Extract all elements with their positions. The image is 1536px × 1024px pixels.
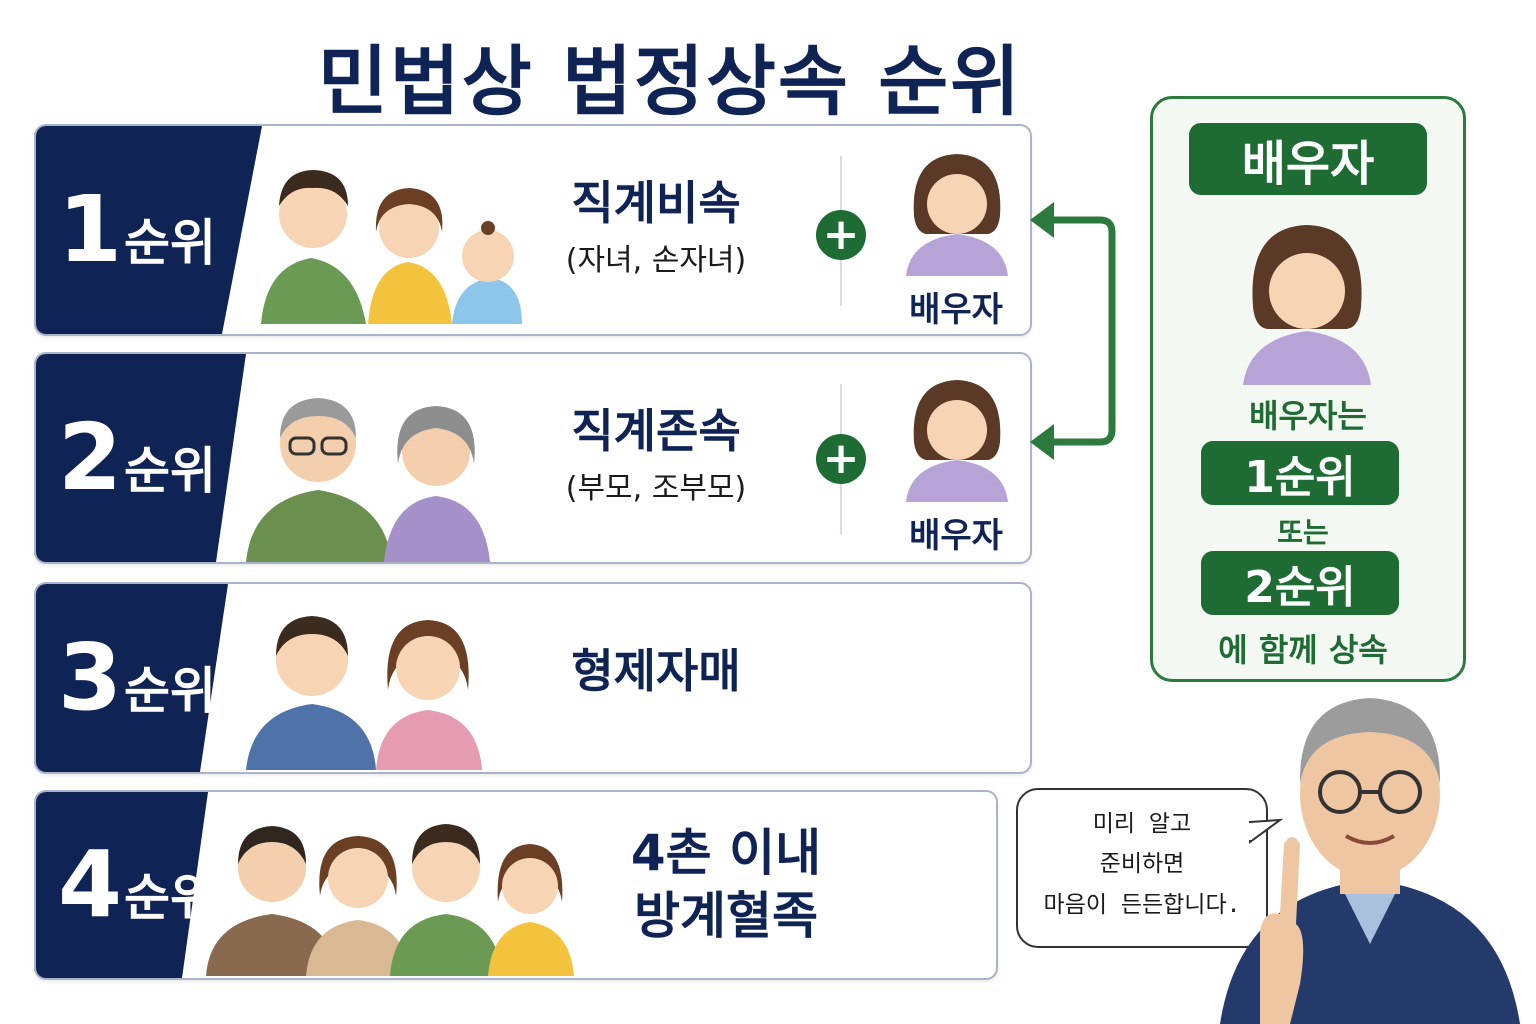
panel-title: 배우자 <box>1189 123 1427 195</box>
bubble-line-1: 미리 알고 <box>1092 811 1192 837</box>
rank-label-4: 4 순위 <box>36 792 216 978</box>
spouse-avatar <box>906 154 1008 276</box>
rank-label-3: 3 순위 <box>36 584 216 772</box>
rank-word: 순위 <box>124 214 217 272</box>
rank-number: 4 <box>58 831 123 938</box>
rank-badge-4 <box>36 792 208 978</box>
advisor-illustration <box>1220 698 1520 1024</box>
rank-description-2: 직계존속 (부모, 조부모) <box>506 406 806 507</box>
rank-row-4: 4 순위 4촌 이내 방계혈족 <box>34 790 998 980</box>
rank-description-3: 형제자매 <box>506 646 806 697</box>
spouse-label: 배우자 <box>909 516 1003 556</box>
rank-sub-text: (자녀, 손자녀) <box>565 242 747 278</box>
rank-main-text: 직계비속 <box>571 176 741 230</box>
spouse-label: 배우자 <box>909 290 1003 330</box>
rank-number: 1 <box>58 176 123 283</box>
rank-sub-text: (부모, 조부모) <box>565 470 747 506</box>
rank-description-4: 4촌 이내 방계혈족 <box>576 826 876 944</box>
bubble-line-2: 준비하면 <box>1099 851 1185 878</box>
rank-label-2: 2 순위 <box>36 354 216 562</box>
spouse-avatar <box>906 380 1008 502</box>
rank-number: 3 <box>58 624 123 731</box>
spouse-info-panel: 배우자 배우자는 1순위 또는 2순위 에 함께 상속 <box>1150 96 1466 682</box>
plus-icon: + <box>816 434 866 484</box>
rank-badge-1 <box>36 126 262 334</box>
panel-text-line1: 배우자는 <box>1249 397 1367 435</box>
rank-word: 순위 <box>124 442 217 500</box>
parents-illustration <box>246 398 490 562</box>
page-title: 민법상 법정상속 순위 <box>317 37 1023 126</box>
rank-word: 순위 <box>124 869 217 927</box>
speech-bubble: 미리 알고 준비하면 마음이 든든합니다. <box>1016 788 1268 948</box>
spouse-avatar-large <box>1243 225 1371 385</box>
rank-main-text: 4촌 이내 <box>630 824 822 882</box>
rank-main-text: 형제자매 <box>571 644 741 698</box>
rank-badge-3 <box>36 584 228 772</box>
rank-description-1: 직계비속 (자녀, 손자녀) <box>506 178 806 279</box>
rank-main-text-2: 방계혈족 <box>634 887 818 945</box>
siblings-illustration <box>246 616 482 770</box>
rank-number: 2 <box>58 404 123 511</box>
bubble-line-3: 마음이 든든합니다. <box>1043 891 1241 918</box>
panel-rank1-badge: 1순위 <box>1201 441 1399 505</box>
rank-row-1: 1 순위 직계비속 (자녀, 손자녀) + 배우자 <box>34 124 1032 336</box>
panel-text-line2: 에 함께 상속 <box>1218 631 1388 669</box>
rank-row-3: 3 순위 형제자매 <box>34 582 1032 774</box>
speech-bubble-tail <box>1248 818 1284 844</box>
panel-or-text: 또는 <box>1277 516 1329 549</box>
relatives-illustration <box>206 824 574 976</box>
rank-main-text: 직계존속 <box>571 404 741 458</box>
spouse-connector-arrow <box>1030 202 1116 460</box>
panel-rank2-badge: 2순위 <box>1201 551 1399 615</box>
children-family-illustration <box>261 170 522 324</box>
plus-icon: + <box>816 210 866 260</box>
rank-badge-2 <box>36 354 246 562</box>
rank-word: 순위 <box>124 662 217 720</box>
rank-row-2: 2 순위 직계존속 (부모, 조부모) + 배우자 <box>34 352 1032 564</box>
rank-label-1: 1 순위 <box>36 126 216 334</box>
